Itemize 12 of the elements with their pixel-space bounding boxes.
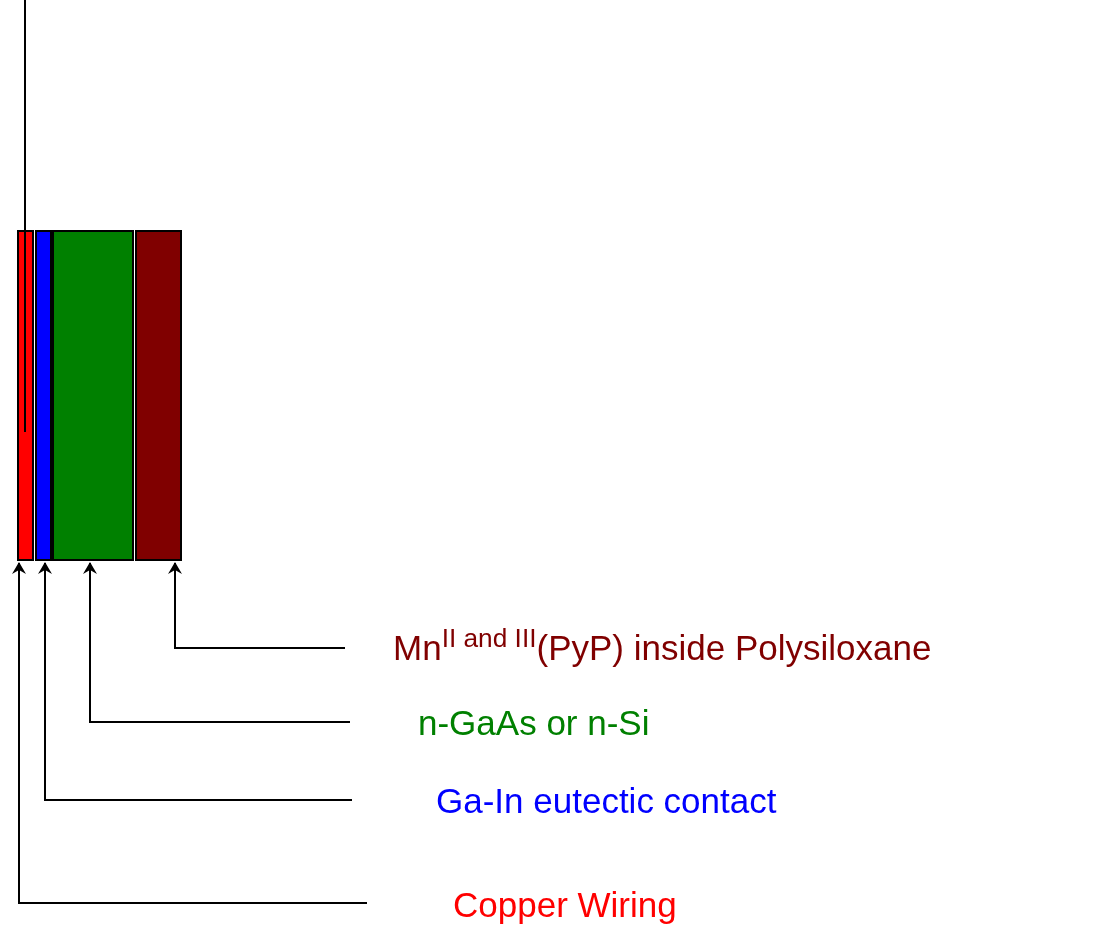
leader-arrow [38,562,353,801]
layer-bar [35,230,52,561]
leader-arrow [12,562,368,904]
leader-arrow [168,562,346,649]
layer-label: Mn$^{II and III}$(PyP) inside Polysiloxane [393,628,932,667]
leader-arrow [83,562,351,723]
layer-label: n-GaAs or n-Si [418,703,650,742]
layer-bar [52,230,134,561]
layer-bar [17,230,34,561]
layer-bar [135,230,182,561]
layer-label: Copper Wiring [453,885,677,924]
layer-label: Ga-In eutectic contact [436,781,777,820]
